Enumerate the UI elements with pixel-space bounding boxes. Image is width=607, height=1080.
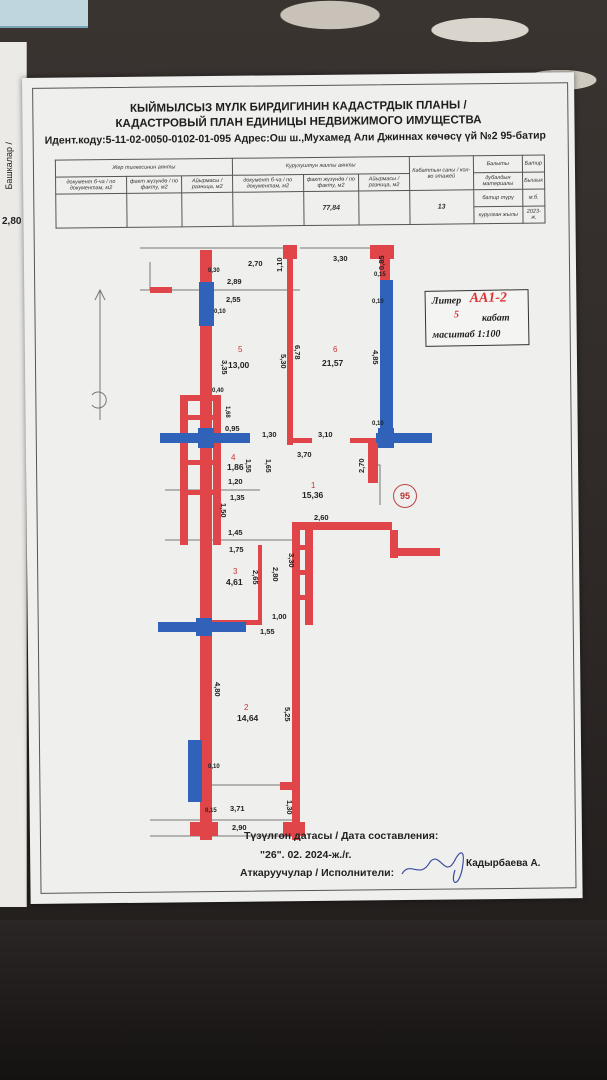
dimension-label: 1,30 [262,430,277,439]
load-bearing-walls [158,280,432,802]
north-arrow-icon [94,288,106,420]
litera-scale: масштаб 1:100 [432,328,501,341]
dimension-label: 3,35 [220,360,229,375]
dimension-labels: 2,70 1,10 3,30 0,85 0,30 2,89 0,15 2,55 … [205,254,386,832]
dimension-label: 0,95 [225,424,240,433]
dimension-label: 3,71 [230,804,245,813]
dimension-label: 1,65 [264,459,271,473]
dimension-label: 1,55 [244,459,251,473]
room-4-area: 1,86 [227,462,244,472]
dimension-label: 2,65 [251,570,260,585]
dimension-label: 4,85 [371,350,380,365]
dimension-label: 1,35 [230,493,245,502]
left-sheet-value: 2,80 [2,216,22,227]
dimension-label: 2,60 [314,513,329,522]
room-5-area: 13,00 [228,360,250,370]
dimension-label: 6,78 [293,345,302,360]
dimension-label: 0,85 [377,255,386,270]
dimension-label: 1,55 [260,627,275,636]
dimension-label: 0,10 [208,764,220,770]
room-labels: 5 13,00 6 21,57 4 1,86 1 15,36 3 4,61 2 … [226,345,344,723]
dimension-label: 1,30 [285,800,294,815]
dimension-label: 0,30 [208,268,220,274]
dimension-label: 4,80 [213,682,222,697]
room-6-number: 6 [333,345,338,354]
executor-name: Кадырбаева А. [466,858,541,869]
room-3-number: 3 [233,567,238,576]
dimension-label: 1,10 [275,257,284,272]
dimension-label: 1,68 [224,406,230,418]
dimension-label: 2,89 [227,277,242,286]
dimension-label: 0,10 [214,309,226,315]
dark-floor [0,920,607,1080]
dimension-label: 0,10 [372,421,384,427]
dimension-label: 2,55 [226,295,241,304]
room-1-number: 1 [311,481,316,490]
room-2-number: 2 [244,703,249,712]
dimension-label: 0,15 [205,808,217,814]
dimension-label: 5,30 [279,354,288,369]
signature [401,852,464,883]
room-5-number: 5 [238,345,243,354]
litera-box: Литер АА1-2 5 кабат масштаб 1:100 [424,289,530,347]
room-6-area: 21,57 [322,358,344,368]
balcony-lines [91,247,381,837]
date-label: Түзүлгөн датасы / Дата составления: [244,830,439,842]
litera-floor: 5 [453,309,460,321]
dimension-label: 3,30 [333,254,348,263]
litera-code: АА1-2 [469,290,508,307]
dimension-label: 1,50 [219,503,228,518]
dimension-label: 3,70 [297,450,312,459]
apartment-marker: 95 [393,484,417,508]
executors-label: Аткаруучулар / Исполнители: [240,867,395,879]
litera-label: Литер [431,295,462,307]
dimension-label: 0,10 [372,299,384,305]
dimension-label: 1,00 [272,612,287,621]
dimension-label: 3,30 [287,553,296,568]
dimension-label: 2,70 [248,259,263,268]
dimension-label: 1,20 [228,477,243,486]
dimension-label: 0,40 [212,388,224,394]
dimension-label: 3,10 [318,430,333,439]
dimension-label: 2,80 [271,567,280,582]
room-1-area: 15,36 [302,490,324,500]
date-value: "26". 02. 2024-ж./г. [260,849,352,861]
room-3-area: 4,61 [226,577,243,587]
dimension-label: 2,70 [357,458,366,473]
dimension-label: 5,25 [283,707,292,722]
blue-paper-corner [0,0,88,28]
dimension-label: 1,75 [229,545,244,554]
dimension-label: 2,90 [232,823,247,832]
dimension-label: 0,15 [374,272,386,278]
dimension-label: 1,45 [228,528,243,537]
litera-floor-label: кабат [481,312,510,324]
room-4-number: 4 [231,453,236,462]
room-2-area: 14,64 [237,713,259,723]
